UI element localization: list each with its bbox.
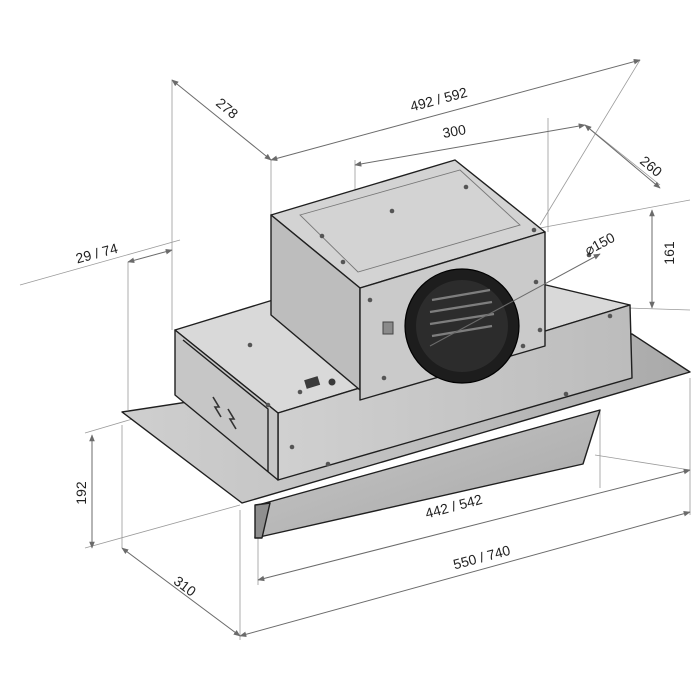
dim-right-depth: 260 — [637, 153, 665, 180]
dim-duct-width: 300 — [441, 121, 467, 141]
dim-offset: 29 / 74 — [74, 240, 120, 267]
dim-motor-height: 161 — [661, 241, 677, 265]
dim-glass-width: 550 / 740 — [451, 542, 512, 573]
motor-box — [270, 159, 546, 401]
dim-total-width: 492 / 592 — [408, 84, 469, 115]
dim-glass-depth: 310 — [171, 573, 199, 600]
dim-top-depth: 278 — [213, 95, 241, 122]
dim-body-height: 192 — [73, 481, 89, 505]
